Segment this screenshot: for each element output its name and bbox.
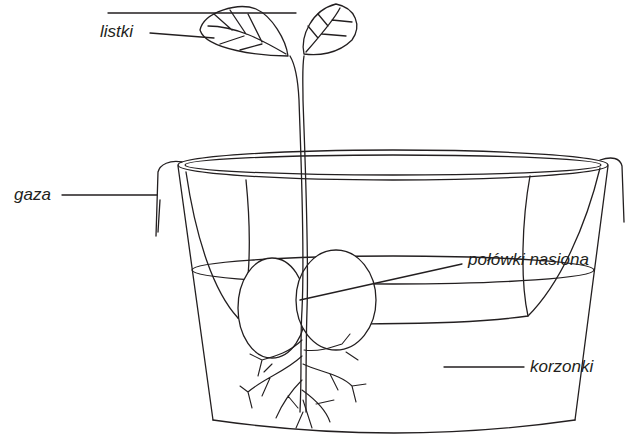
part-label: połówki nasiona [468,250,589,270]
leader-line [108,12,296,13]
stem [290,56,303,412]
gauze-flap [600,158,624,222]
leaf [303,4,357,55]
part-label: listki [100,22,133,42]
stem [303,56,308,412]
seed-half [238,258,306,358]
beaker-wall [575,166,608,420]
beaker-rim [178,150,608,180]
leaf [200,7,288,56]
part-label: gaza [14,185,51,205]
gauze-fold [523,176,530,316]
leader-line [150,33,214,38]
gauze-flap [156,161,182,236]
leader-line [444,366,524,367]
leader-line [62,194,157,195]
leader-line [300,264,462,300]
roots [240,334,366,428]
beaker-wall [178,166,213,420]
beaker-rim-inner [185,155,601,175]
leaf-vein [306,8,352,52]
leaf-vein [208,10,286,54]
beaker-bottom [213,420,575,433]
part-label: korzonki [530,357,593,377]
